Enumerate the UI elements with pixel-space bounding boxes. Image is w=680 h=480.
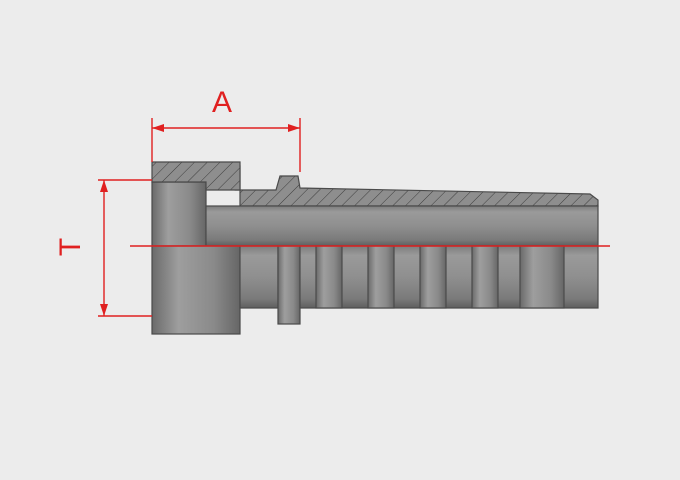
collar-exterior bbox=[277, 245, 301, 325]
dim-a-arrow-right bbox=[288, 124, 300, 132]
barb-ridge bbox=[315, 245, 343, 309]
neck-exterior bbox=[239, 245, 279, 309]
dimension-lines bbox=[98, 118, 610, 317]
dim-t-arrow-bottom bbox=[100, 304, 108, 316]
nut-exterior bbox=[151, 245, 241, 335]
barb-ridge bbox=[471, 245, 499, 309]
exterior-lower-half bbox=[151, 245, 599, 335]
section-hatched-nut bbox=[151, 161, 241, 191]
section-bore bbox=[205, 205, 599, 247]
dimension-a-label: A bbox=[212, 86, 233, 119]
section-upper-half bbox=[151, 161, 599, 247]
section-nut-bore bbox=[151, 181, 207, 247]
barb-ridge bbox=[519, 245, 565, 309]
barb-ridges bbox=[315, 245, 565, 309]
barb-ridge bbox=[367, 245, 395, 309]
dimension-arrows bbox=[100, 124, 300, 316]
dimension-t-label: T bbox=[54, 237, 88, 257]
barb-ridge bbox=[419, 245, 447, 309]
dim-t-arrow-top bbox=[100, 180, 108, 192]
dim-a-arrow-left bbox=[152, 124, 164, 132]
